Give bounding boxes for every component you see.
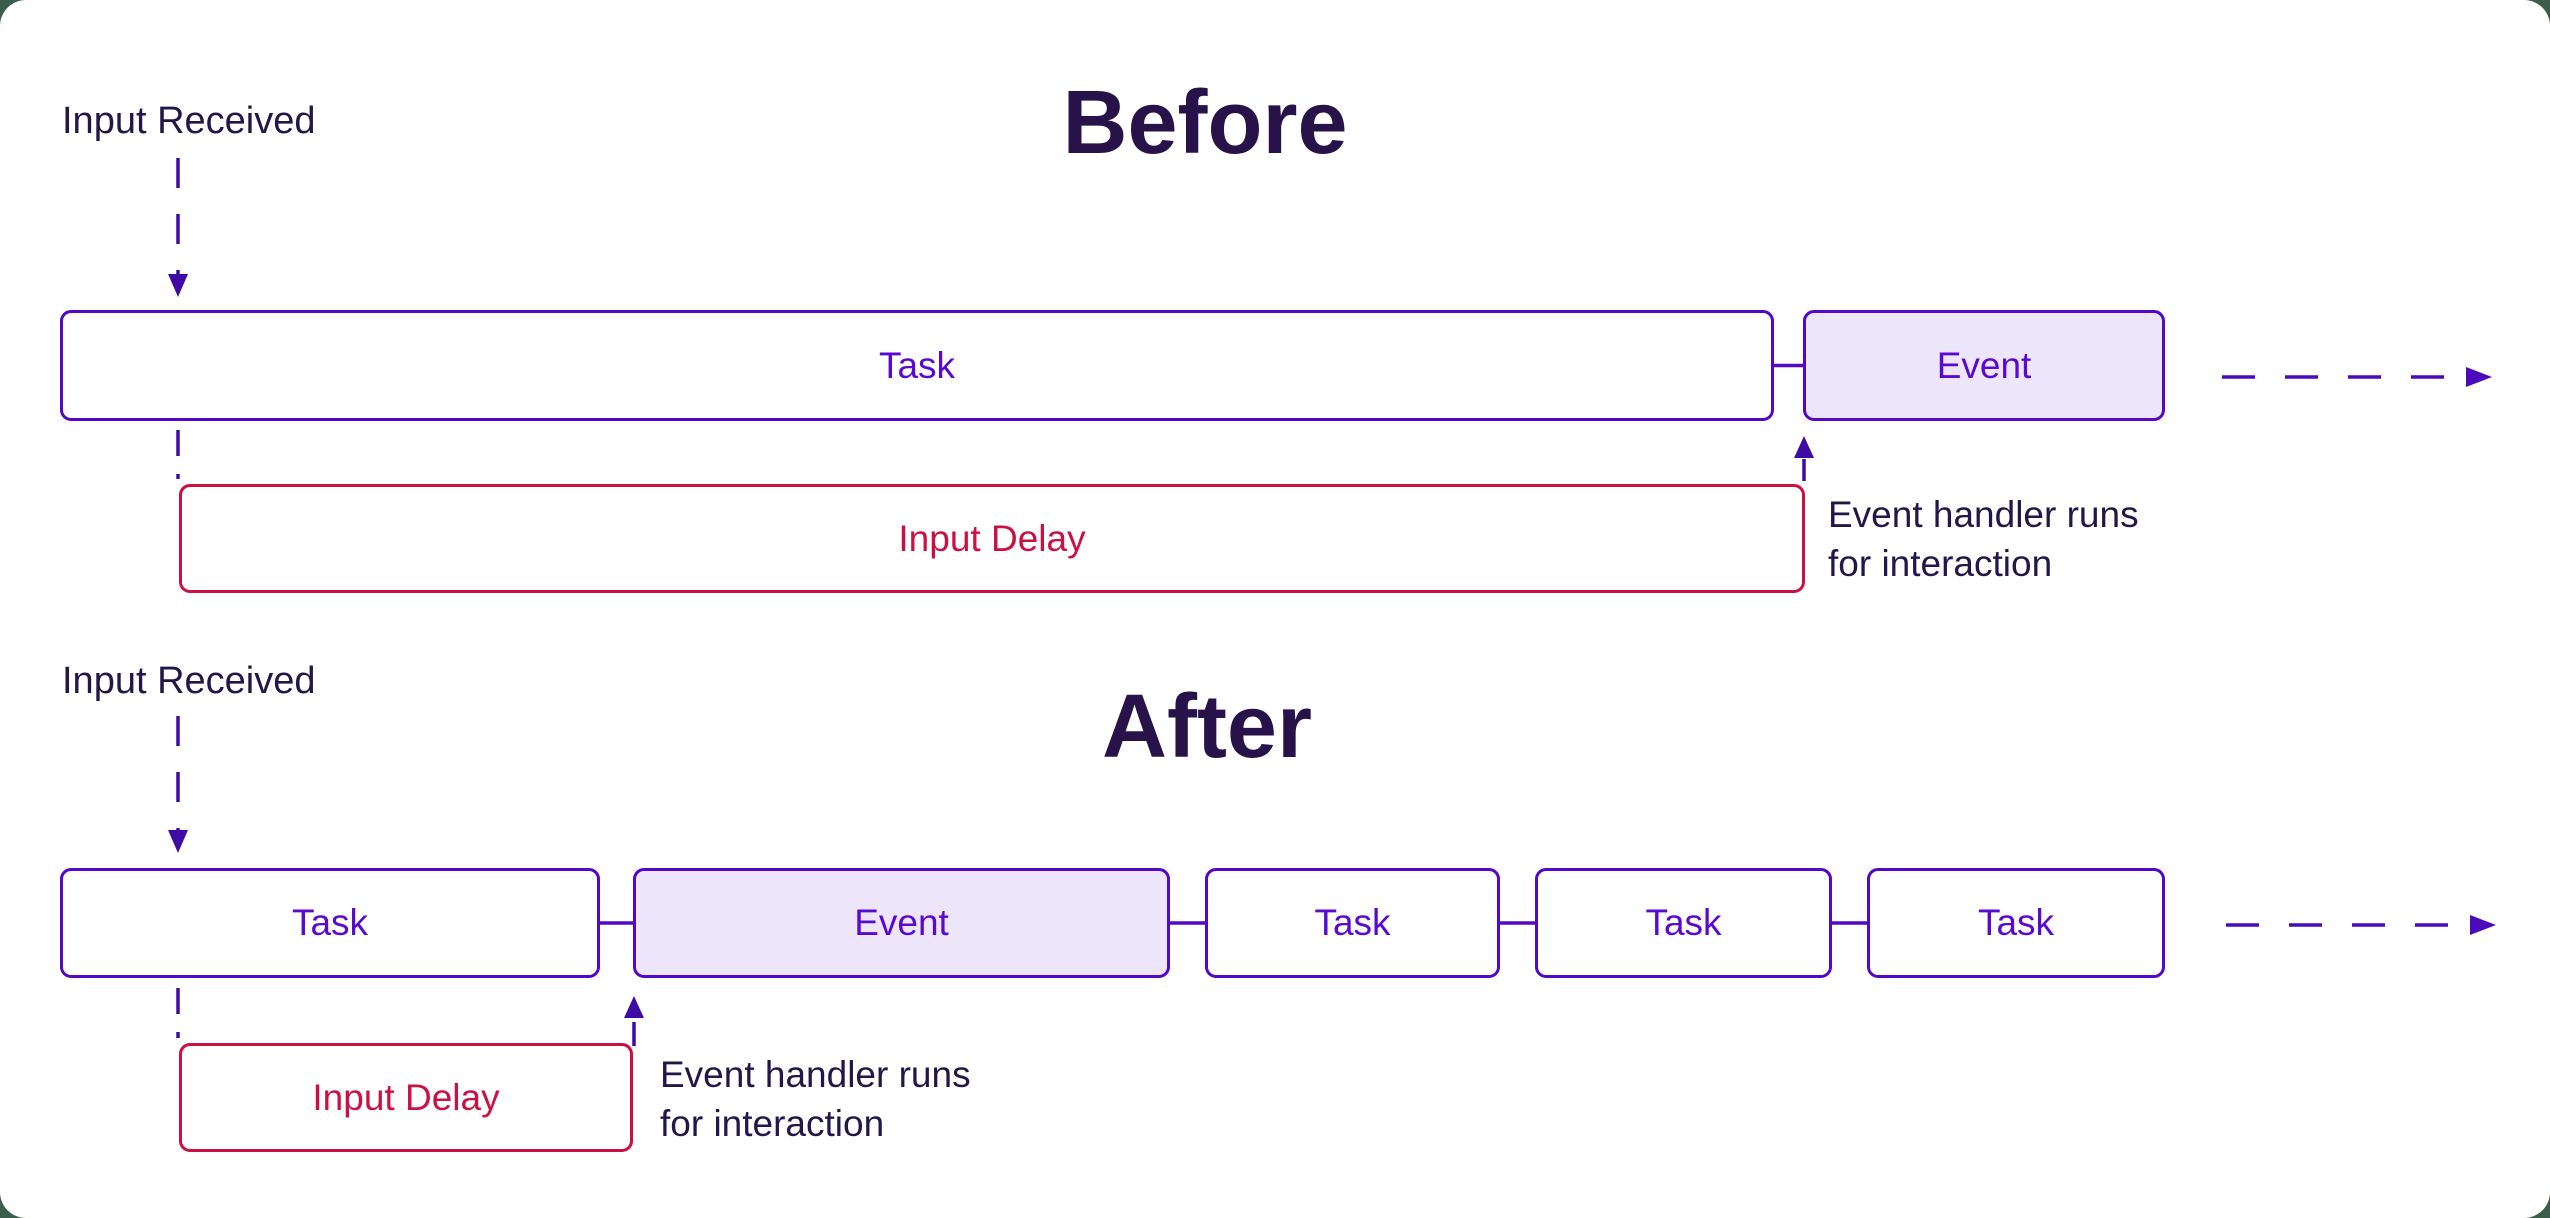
before-input-delay-label: Input Delay (898, 517, 1086, 559)
after-task-box-2: Task (1205, 868, 1500, 978)
before-handler-up-arrow-head (1794, 436, 1814, 458)
after-task-box-1-label: Task (291, 902, 369, 943)
after-timeline-dashed-arrow-head (2470, 915, 2496, 935)
before-timeline-dashed-arrow-head (2466, 367, 2492, 387)
before-task-box-label: Task (878, 344, 956, 386)
after-input-down-arrow-head (168, 830, 188, 853)
before-annotation-line1: Event handler runs (1828, 494, 2139, 535)
before-event-box-label: Event (1936, 344, 2032, 386)
after-annotation-line2: for interaction (660, 1103, 885, 1144)
after-event-box: Event (633, 868, 1170, 978)
before-annotation-line2: for interaction (1828, 543, 2053, 584)
before-section-title: Before (1062, 73, 1348, 173)
before-event-handler-annotation: Event handler runs for interaction (1828, 490, 2139, 588)
after-annotation-line1: Event handler runs (660, 1054, 971, 1095)
before-input-received-label: Input Received (62, 100, 316, 142)
after-task-box-1: Task (60, 868, 600, 978)
after-task-box-3: Task (1535, 868, 1832, 978)
after-task-box-4-label: Task (1977, 902, 2055, 943)
after-handler-up-arrow-head (624, 996, 644, 1018)
after-task-box-4: Task (1867, 868, 2165, 978)
before-event-box: Event (1803, 310, 2165, 421)
before-input-down-arrow-head (168, 274, 188, 297)
after-event-handler-annotation: Event handler runs for interaction (660, 1050, 971, 1148)
before-task-box: Task (60, 310, 1774, 421)
after-event-box-label: Event (854, 902, 949, 943)
after-task-box-2-label: Task (1314, 902, 1391, 943)
after-input-delay-label: Input Delay (312, 1076, 500, 1118)
after-input-delay-box: Input Delay (179, 1043, 633, 1152)
after-section-title: After (1101, 677, 1313, 777)
before-input-delay-box: Input Delay (179, 484, 1805, 593)
after-task-box-3-label: Task (1645, 902, 1722, 943)
after-input-received-label: Input Received (62, 660, 316, 702)
